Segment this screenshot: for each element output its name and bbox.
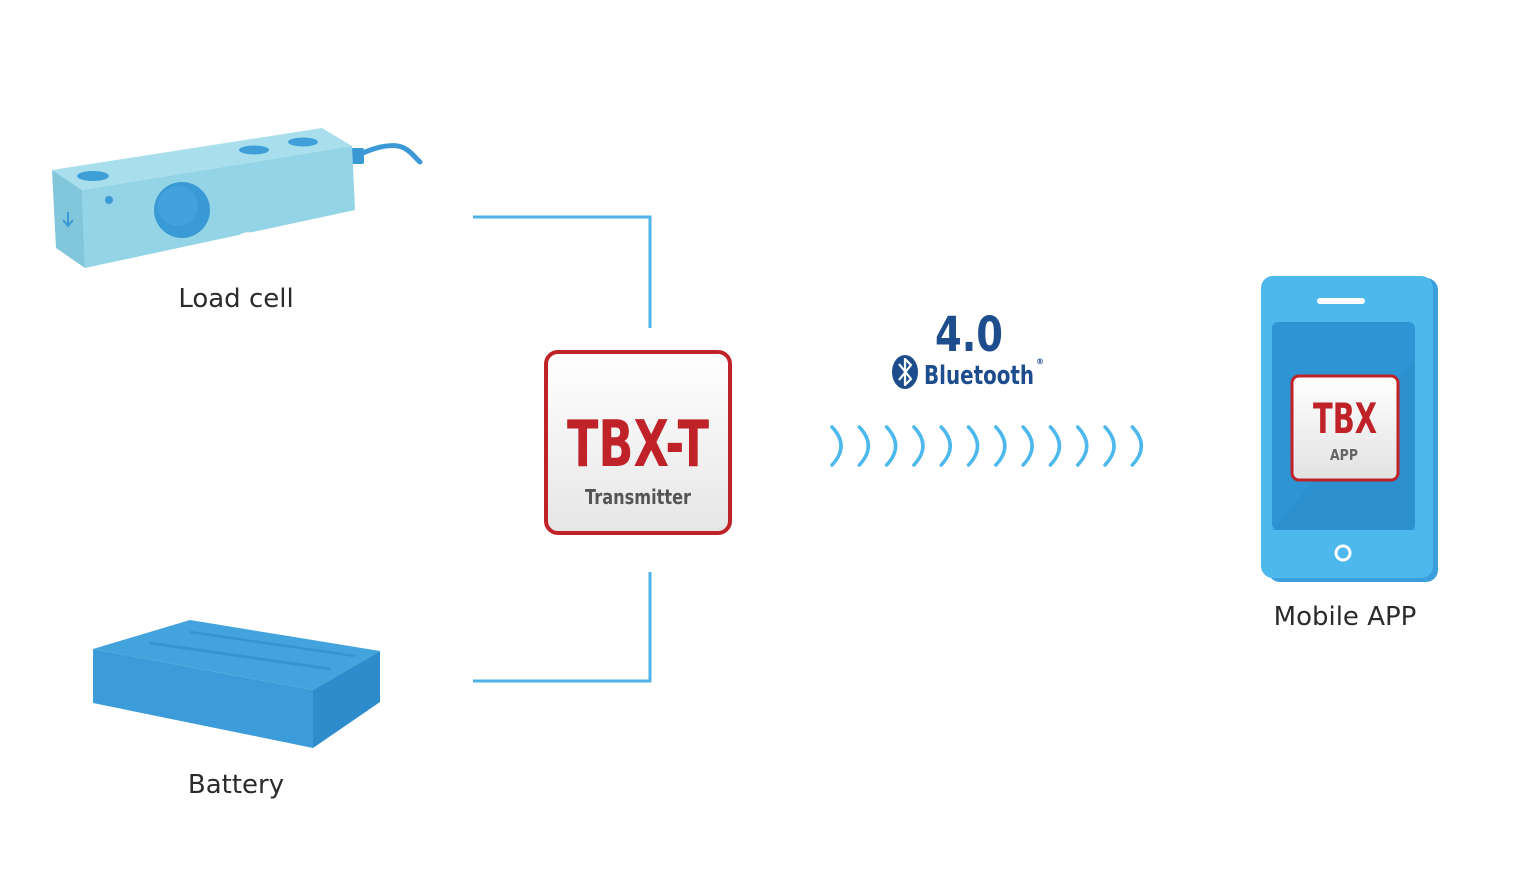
- signal-arc: [966, 425, 980, 467]
- bluetooth-version: 4.0: [935, 307, 1003, 363]
- bluetooth-brand: Bluetooth: [924, 361, 1034, 391]
- signal-arc: [830, 425, 843, 467]
- bluetooth-trademark: ®: [1036, 357, 1044, 366]
- signal-arc: [1103, 425, 1116, 467]
- bluetooth-logo: 4.0 Bluetooth ®: [892, 307, 1044, 391]
- connector-battery: [473, 572, 652, 683]
- app-subtitle: APP: [1330, 446, 1358, 464]
- app-title: TBX: [1313, 394, 1377, 443]
- signal-arc: [994, 425, 1007, 467]
- signal-arc: [939, 425, 952, 467]
- signal-arc: [1130, 425, 1144, 467]
- signal-arc: [857, 425, 871, 467]
- signal-arc: [1048, 425, 1062, 467]
- mobile-phone-icon: TBX APP: [1261, 276, 1438, 582]
- battery-label: Battery: [187, 770, 285, 800]
- signal-arc: [912, 425, 925, 467]
- tbx-app-icon: TBX APP: [1290, 374, 1400, 482]
- load-cell-label: Load cell: [178, 284, 294, 314]
- signal-arc: [1075, 425, 1089, 467]
- transmitter-title: TBX-T: [567, 408, 709, 482]
- transmitter-box: TBX-T Transmitter: [544, 350, 732, 535]
- signal-arc: [884, 425, 898, 467]
- load-cell-icon: [52, 128, 423, 268]
- signal-arc: [1021, 425, 1034, 467]
- battery-icon: [93, 620, 380, 748]
- mobile-app-label: Mobile APP: [1273, 602, 1417, 632]
- signal-waves: [830, 425, 1144, 467]
- connector-load-cell: [473, 215, 652, 328]
- transmitter-subtitle: Transmitter: [585, 485, 691, 509]
- bluetooth-icon: [892, 355, 918, 389]
